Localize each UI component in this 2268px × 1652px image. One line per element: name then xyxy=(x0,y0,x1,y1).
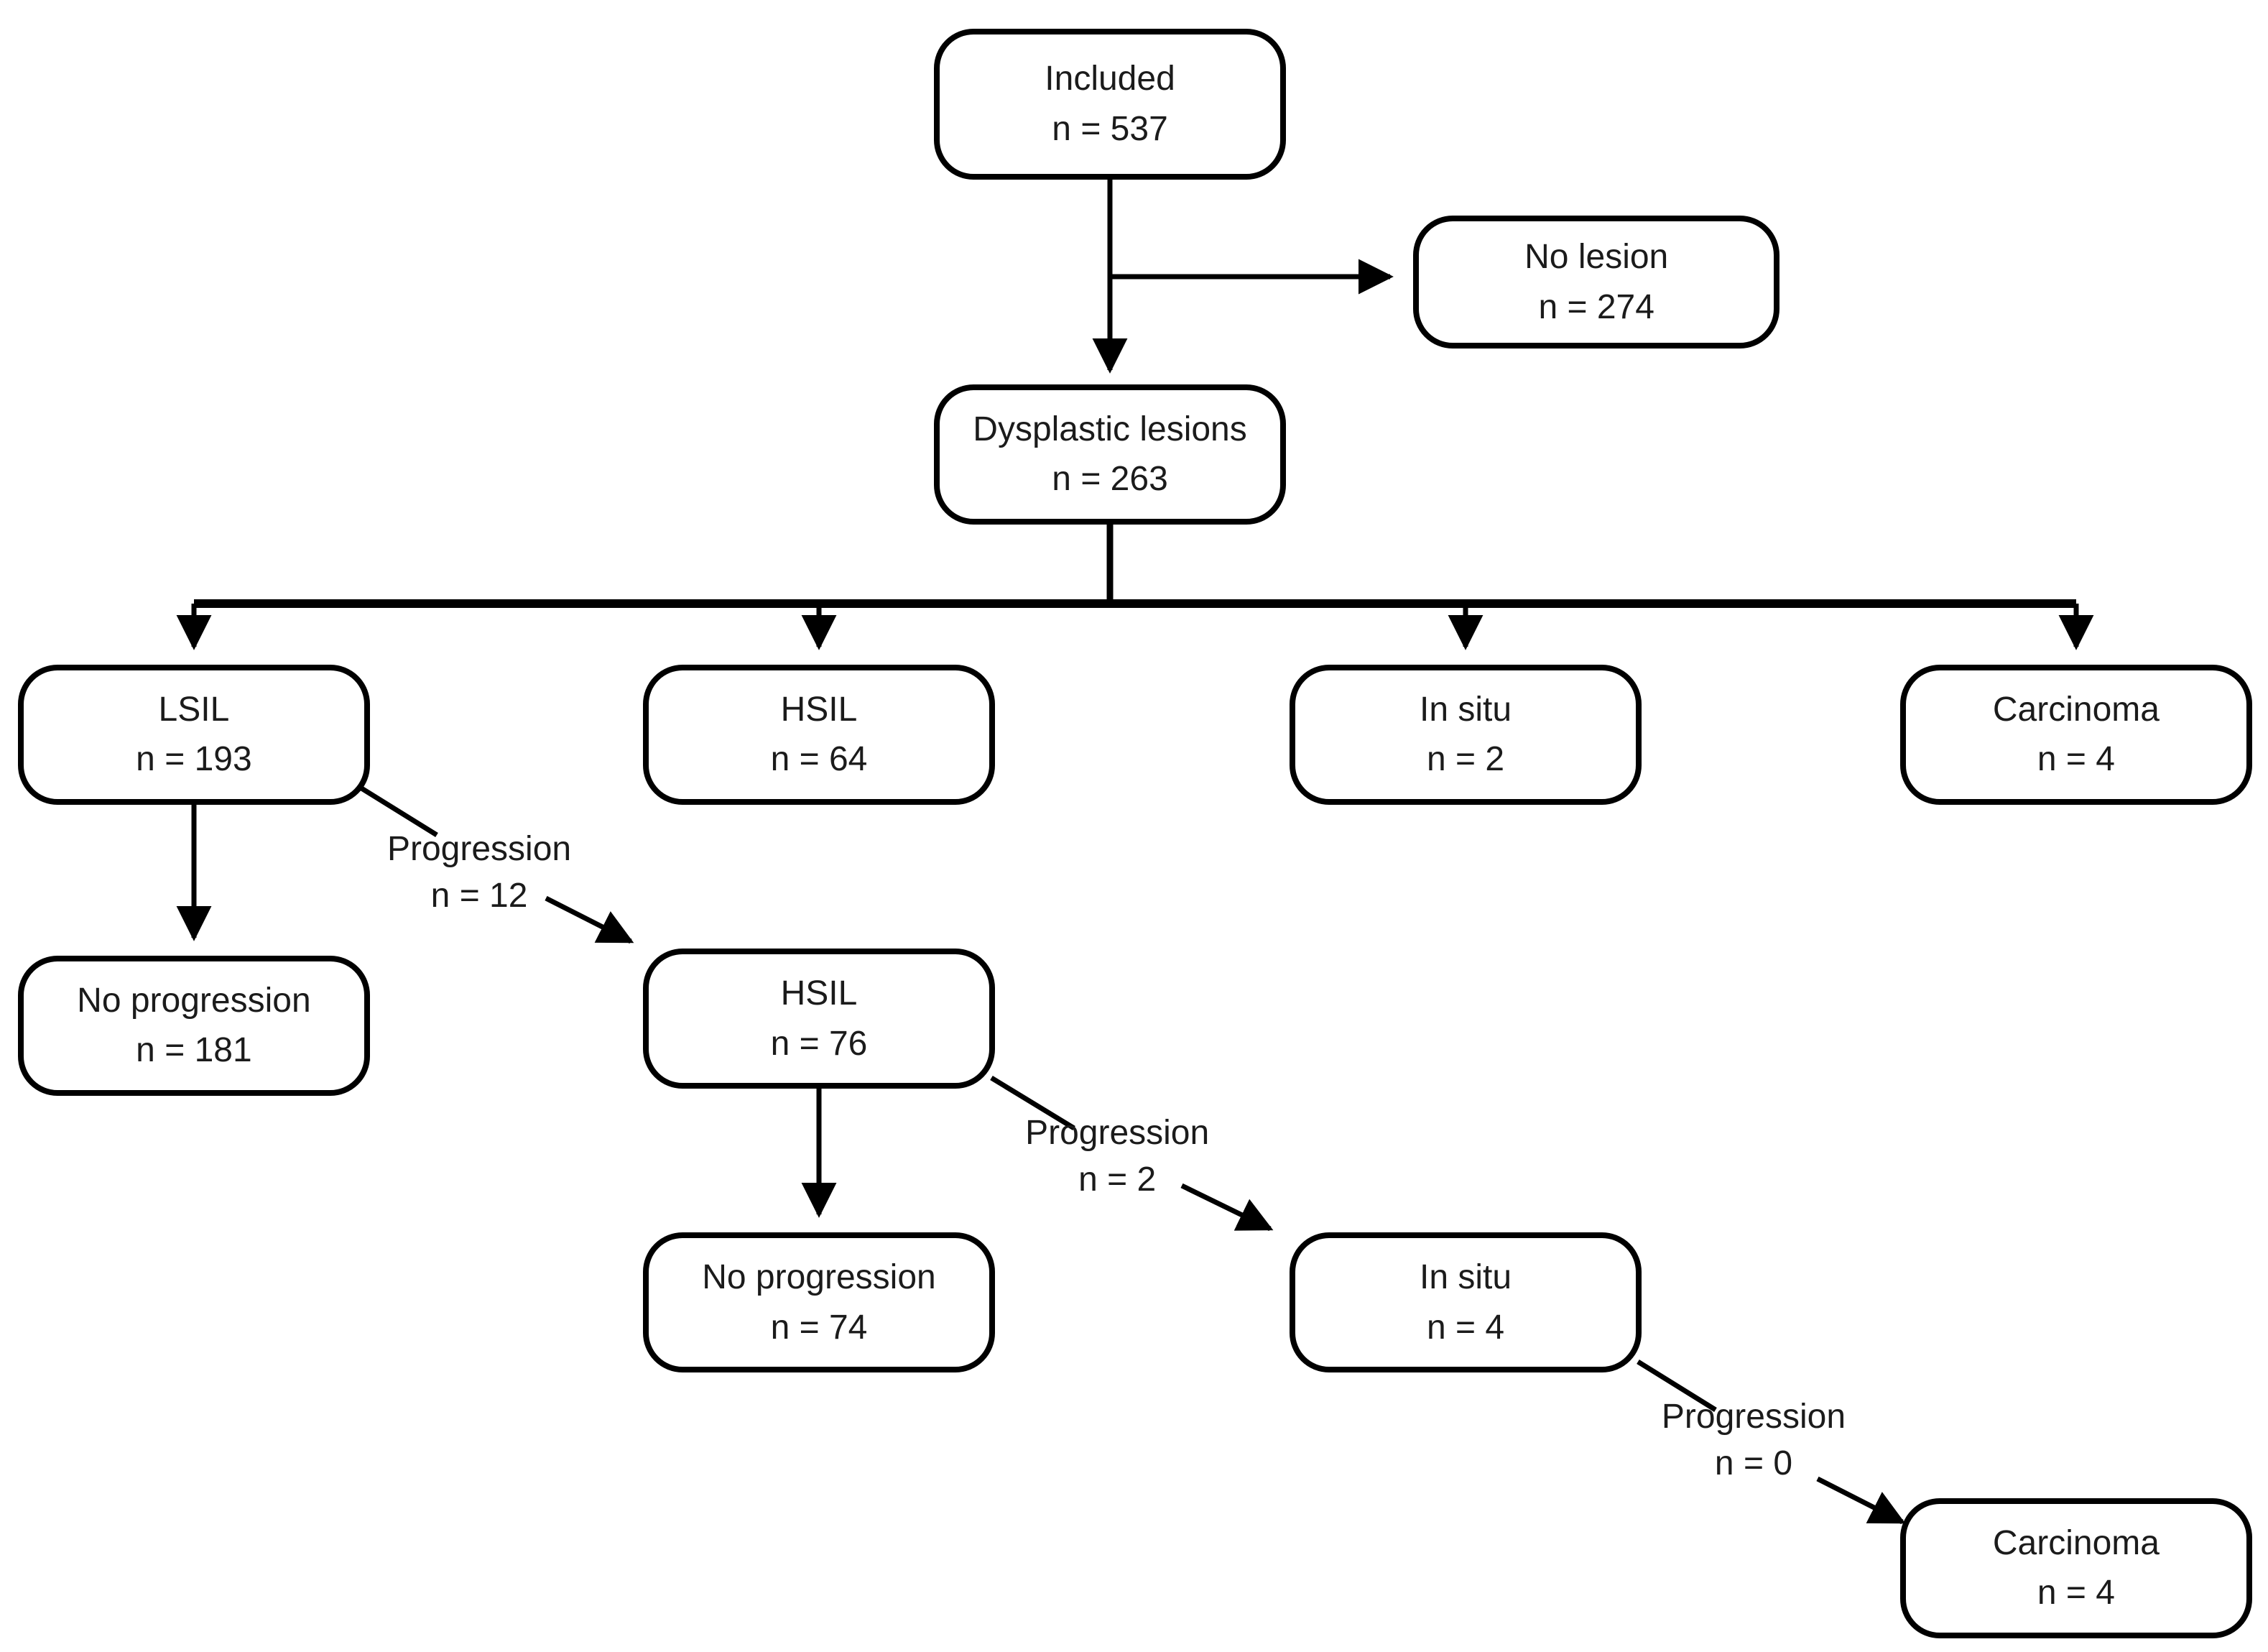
node-no-progression-lsil: No progression n = 181 xyxy=(17,955,370,1096)
node-hsil-initial-label: HSIL xyxy=(780,690,858,729)
node-no-progression-hsil: No progression n = 74 xyxy=(643,1232,995,1372)
edge-in-situ-progression-seg2 xyxy=(1816,1476,1906,1525)
node-dysplastic-lesions: Dysplastic lesions n = 263 xyxy=(934,384,1286,525)
node-no-lesion-label: No lesion xyxy=(1524,237,1669,276)
edge-label-progression-hsil-count: n = 2 xyxy=(1078,1160,1157,1199)
node-hsil-initial-count: n = 64 xyxy=(770,740,868,779)
node-no-lesion: No lesion n = 274 xyxy=(1413,216,1780,349)
node-carcinoma-progressed-count: n = 4 xyxy=(2037,1574,2115,1612)
node-lsil: LSIL n = 193 xyxy=(17,664,370,805)
node-no-progression-lsil-count: n = 181 xyxy=(136,1031,252,1070)
edge-label-progression-lsil: Progression n = 12 xyxy=(321,826,637,927)
edge-label-progression-in-situ-count: n = 0 xyxy=(1714,1444,1793,1482)
node-in-situ-progressed: In situ n = 4 xyxy=(1290,1232,1642,1372)
node-in-situ-progressed-label: In situ xyxy=(1420,1258,1512,1296)
edge-lsil-progression-seg1 xyxy=(358,785,438,837)
node-in-situ-progressed-count: n = 4 xyxy=(1426,1308,1505,1347)
edge-label-progression-hsil: Progression n = 2 xyxy=(959,1110,1275,1211)
edge-hsil-progression-seg1 xyxy=(990,1076,1075,1130)
node-carcinoma-progressed-label: Carcinoma xyxy=(1992,1523,2160,1562)
node-in-situ-initial: In situ n = 2 xyxy=(1290,664,1642,805)
node-no-progression-hsil-count: n = 74 xyxy=(770,1308,868,1347)
node-carcinoma-initial: Carcinoma n = 4 xyxy=(1899,664,2252,805)
node-lsil-label: LSIL xyxy=(158,690,230,729)
node-carcinoma-initial-label: Carcinoma xyxy=(1992,690,2160,729)
node-included-label: Included xyxy=(1045,60,1175,98)
edge-hsil-progression-seg2 xyxy=(1180,1183,1274,1232)
node-hsil-progressed-label: HSIL xyxy=(780,974,858,1012)
edge-lsil-progression-seg2 xyxy=(545,895,634,944)
edge-label-progression-hsil-text: Progression xyxy=(1025,1113,1210,1152)
edge-label-progression-in-situ-text: Progression xyxy=(1661,1397,1846,1436)
edge-label-progression-lsil-text: Progression xyxy=(387,829,572,868)
node-hsil-progressed-count: n = 76 xyxy=(770,1024,868,1063)
node-carcinoma-progressed: Carcinoma n = 4 xyxy=(1899,1498,2252,1638)
node-dysplastic-label: Dysplastic lesions xyxy=(973,410,1247,448)
node-lsil-count: n = 193 xyxy=(136,740,252,779)
node-in-situ-initial-count: n = 2 xyxy=(1426,740,1505,779)
node-included: Included n = 537 xyxy=(934,29,1286,180)
node-in-situ-initial-label: In situ xyxy=(1420,690,1512,729)
edge-label-progression-in-situ: Progression n = 0 xyxy=(1596,1394,1912,1495)
edge-label-progression-lsil-count: n = 12 xyxy=(430,876,528,915)
node-hsil-initial: HSIL n = 64 xyxy=(643,664,995,805)
node-no-progression-lsil-label: No progression xyxy=(77,981,311,1020)
node-included-count: n = 537 xyxy=(1052,109,1168,148)
node-no-lesion-count: n = 274 xyxy=(1538,287,1654,326)
node-hsil-progressed: HSIL n = 76 xyxy=(643,949,995,1089)
node-no-progression-hsil-label: No progression xyxy=(702,1258,936,1296)
edge-in-situ-progression-seg1 xyxy=(1637,1360,1717,1412)
node-carcinoma-initial-count: n = 4 xyxy=(2037,740,2115,779)
node-dysplastic-count: n = 263 xyxy=(1052,460,1168,499)
